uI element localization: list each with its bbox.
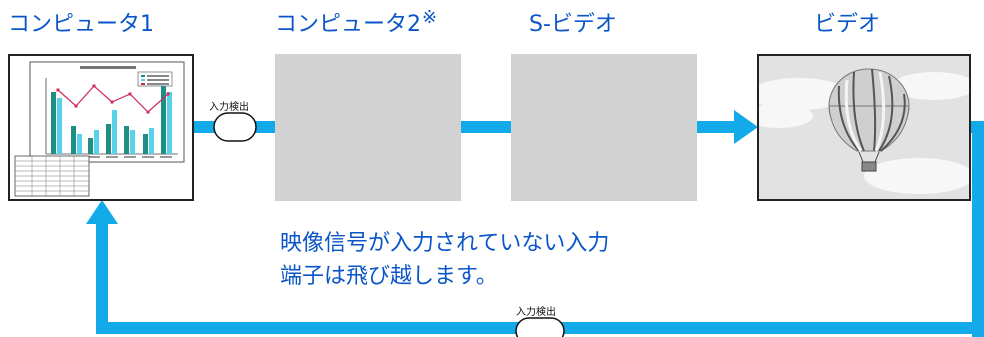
detect-button-label-top: 入力検出 [209, 102, 249, 113]
caption-line-1: 映像信号が入力されていない入力 [280, 231, 610, 256]
source-label-s-video: S-ビデオ [529, 12, 617, 37]
detect-button-bottom [515, 317, 565, 337]
source-label-computer2: コンピュータ2※ [275, 7, 438, 37]
caption: 映像信号が入力されていない入力 端子は飛び越します。 [280, 227, 609, 293]
video-screen-panel [757, 54, 971, 201]
arrow-return-left [96, 222, 108, 334]
detect-button-top [213, 112, 257, 142]
hot-air-balloon-icon [759, 56, 969, 199]
s-video-screen-panel [511, 54, 697, 201]
caption-line-2: 端子は飛び越します。 [280, 264, 498, 289]
arrow-segment-2 [460, 121, 512, 133]
presentation-thumbnail-icon [14, 61, 185, 197]
arrow-return-right [972, 121, 984, 337]
detect-button-label-bottom: 入力検出 [516, 307, 556, 318]
source-label-video: ビデオ [814, 12, 881, 37]
note-mark: ※ [422, 7, 438, 28]
arrow-head-video [734, 110, 758, 144]
computer1-screen-panel [8, 54, 194, 201]
arrow-segment-3 [696, 121, 736, 133]
source-label-computer1: コンピュータ1 [8, 12, 154, 37]
computer2-screen-panel [275, 54, 461, 201]
arrow-head-computer1 [86, 200, 118, 224]
